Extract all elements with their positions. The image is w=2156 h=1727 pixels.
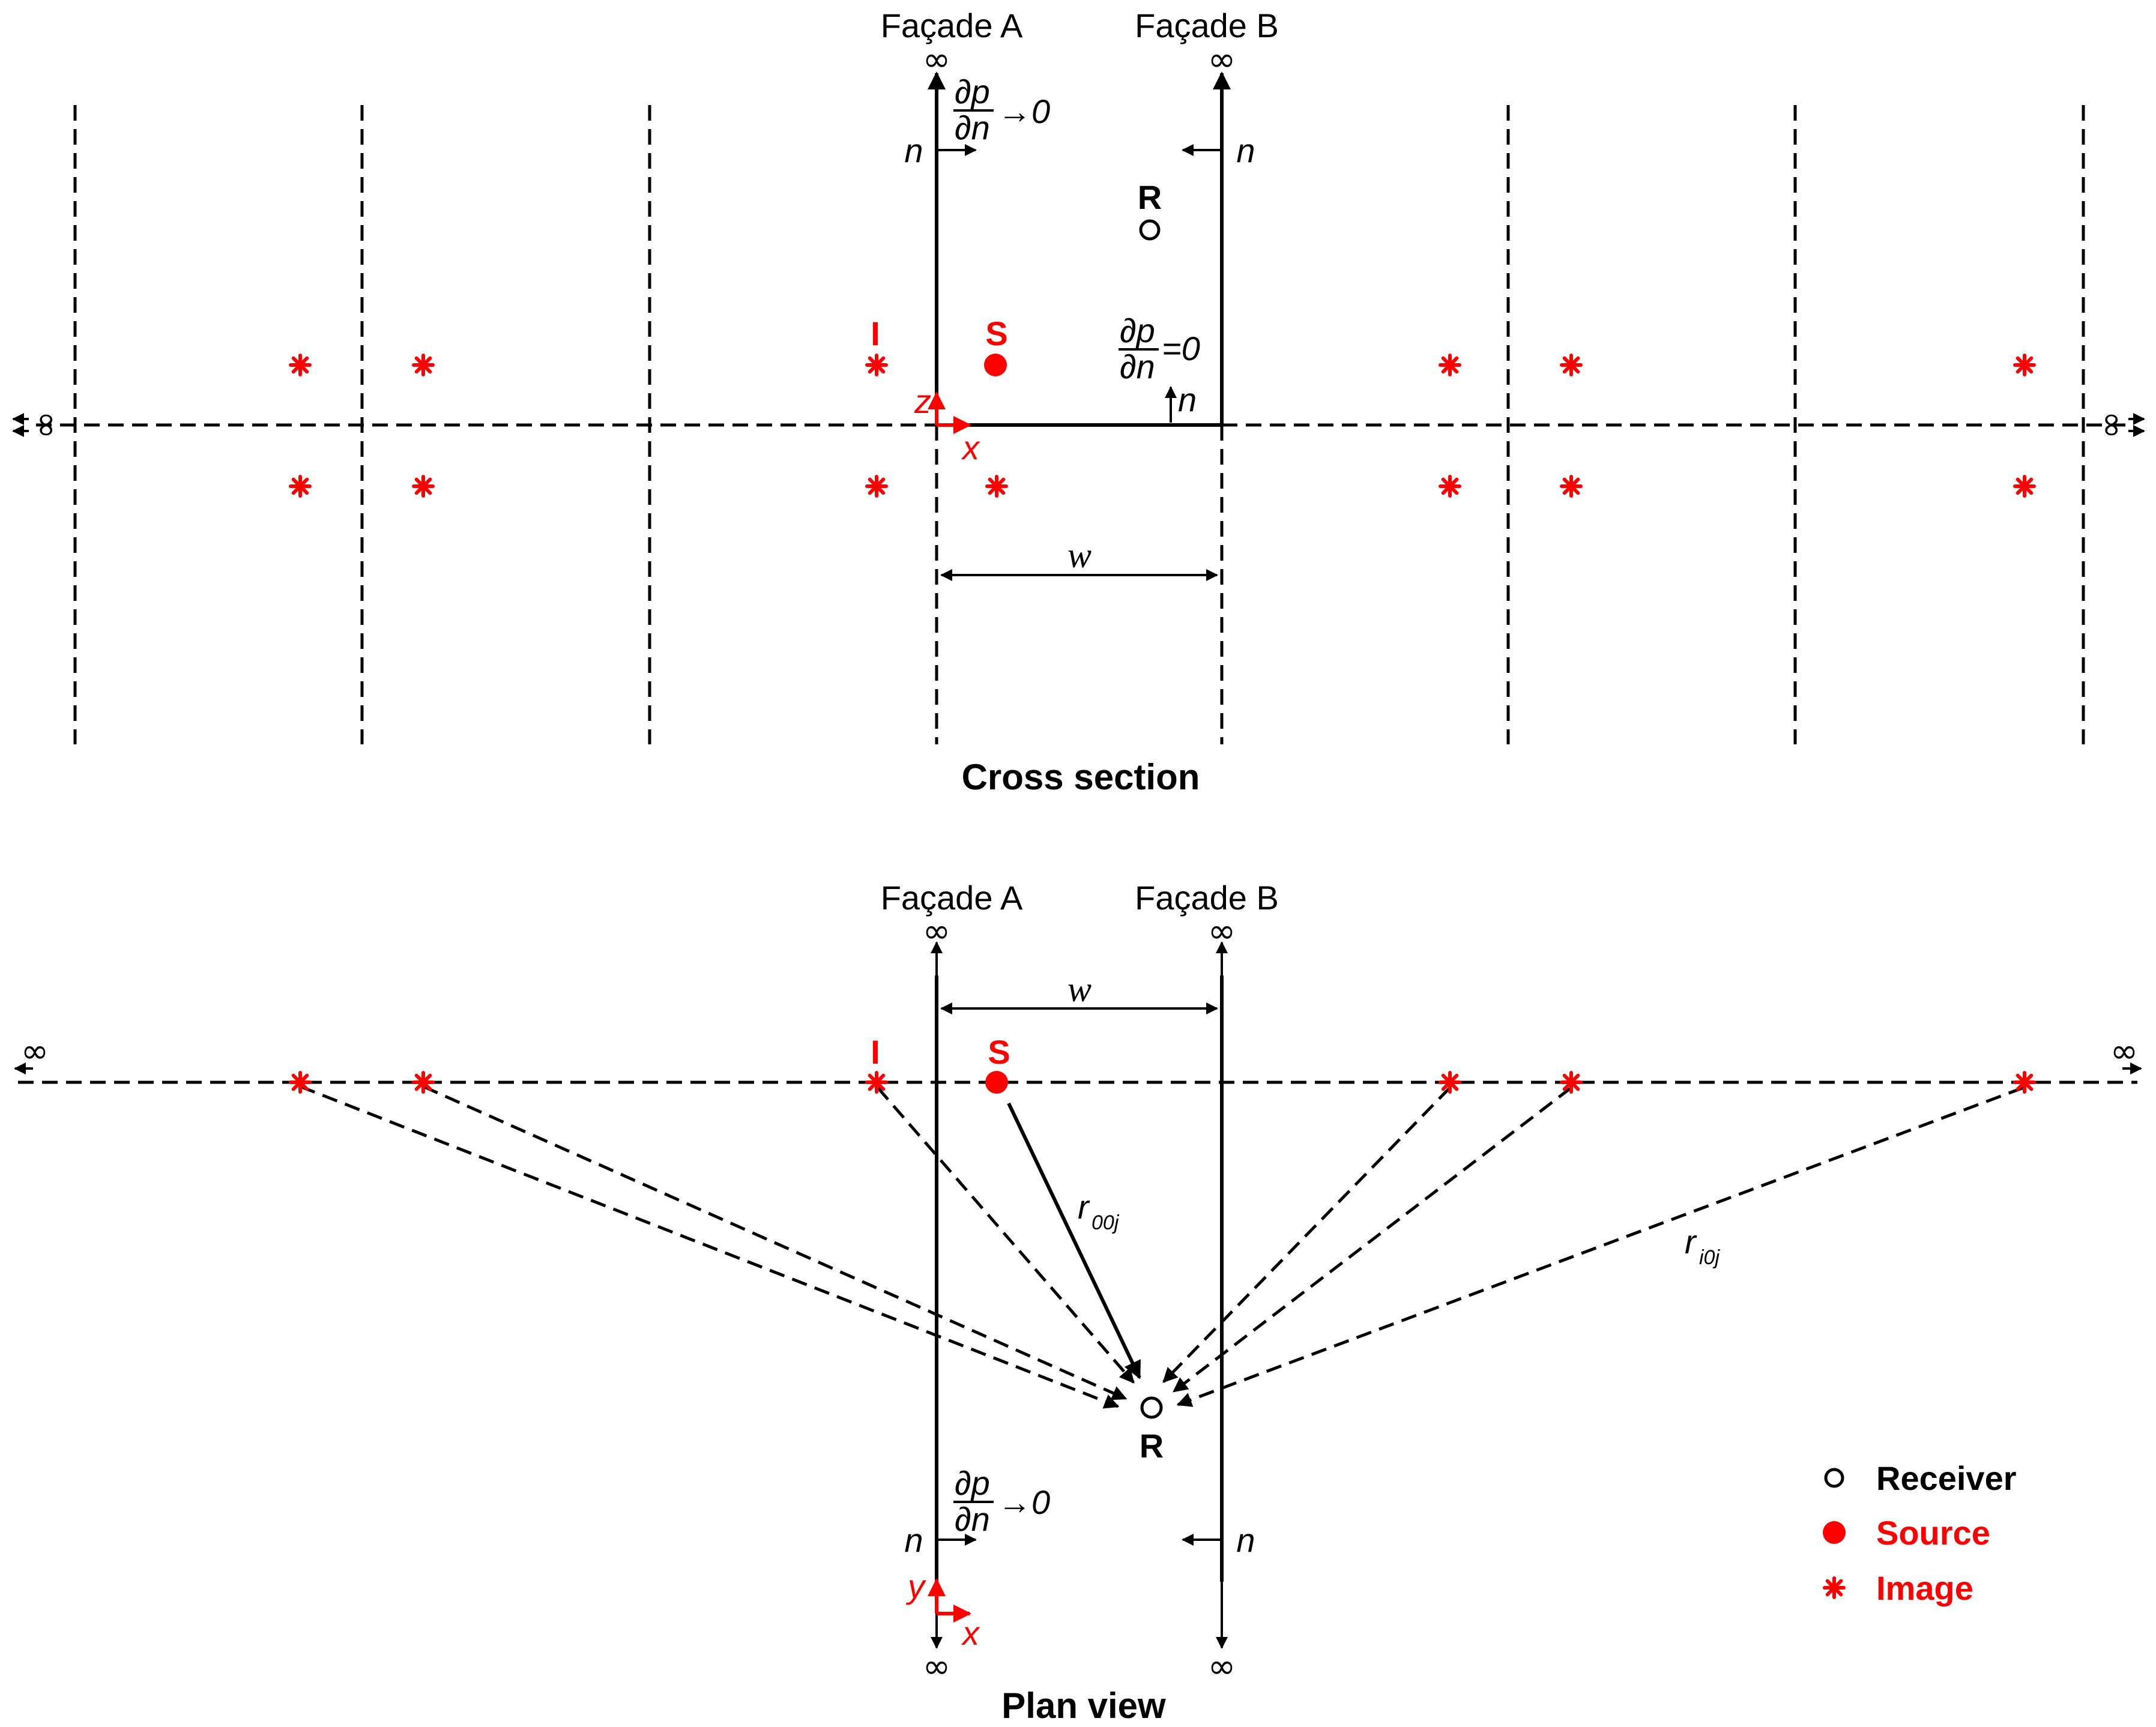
image-source-asterisk [2013, 475, 2036, 498]
plan-view-panel: Façade A Façade B ∞ ∞ ∞ ∞ ∞ ∞ w I S r [14, 879, 2142, 1726]
image-source-asterisk [289, 354, 312, 376]
cross-infinity-b: ∞ [1208, 40, 1236, 79]
plan-infinity-a-bottom: ∞ [923, 1647, 951, 1686]
cross-boundary-condition-ground: ∂p ∂n =0 [1119, 312, 1200, 385]
cross-receiver-icon [1139, 219, 1161, 241]
plan-image-rays [300, 1085, 2024, 1409]
plan-normal-b-label: n [1236, 1521, 1255, 1559]
plan-axis-x-label: x [961, 1614, 980, 1652]
legend-receiver-icon [1824, 1468, 1844, 1488]
image-source-asterisk [1560, 1071, 1583, 1094]
image-source-asterisk [1560, 354, 1583, 376]
image-source-asterisk [1560, 475, 1583, 498]
plan-facade-a-label: Façade A [881, 879, 1023, 917]
cross-image-label: I [871, 315, 880, 352]
plan-ray-label-ri0j: r i0j [1685, 1223, 1720, 1269]
svg-text:→0: →0 [998, 92, 1050, 130]
image-source-asterisk [412, 475, 435, 498]
legend-source-label: Source [1876, 1514, 1990, 1552]
plan-width-label: w [1067, 969, 1092, 1009]
plan-ray-label-r00j: r 00j [1078, 1188, 1120, 1234]
cross-infinity-left: ∞ [28, 411, 67, 439]
image-source-asterisk [865, 475, 888, 498]
plan-infinity-right: ∞ [2110, 1032, 2139, 1071]
plan-facade-b-label: Façade B [1135, 879, 1279, 917]
plan-image-label: I [871, 1033, 880, 1071]
legend-image-label: Image [1876, 1569, 1973, 1607]
image-source-asterisk [289, 475, 312, 498]
cross-section-panel: Façade A Façade B ∞ ∞ ∞ ∞ n n ∂p ∂n →0 n [12, 7, 2145, 797]
cross-infinity-a: ∞ [923, 40, 951, 79]
plan-normal-a-label: n [904, 1521, 923, 1559]
svg-text:∂p: ∂p [955, 1464, 990, 1502]
cross-infinity-right: ∞ [2093, 411, 2132, 439]
svg-text:r: r [1078, 1188, 1090, 1226]
svg-text:∂n: ∂n [1120, 348, 1155, 385]
cross-normal-a-label: n [904, 131, 923, 169]
plan-direct-ray [1007, 1102, 1141, 1379]
cross-normal-b-label: n [1236, 131, 1255, 169]
image-source-asterisk [2013, 1071, 2036, 1094]
cross-facade-a-label: Façade A [881, 7, 1023, 44]
plan-source-icon [985, 1071, 1008, 1094]
image-source-asterisk [985, 475, 1008, 498]
plan-view-title: Plan view [1001, 1686, 1166, 1726]
image-source-asterisk [1439, 354, 1461, 376]
image-source-asterisk [865, 1071, 888, 1094]
plan-axis-y-label: y [905, 1567, 926, 1605]
image-source-asterisk [2013, 354, 2036, 376]
image-source-asterisk [865, 354, 888, 376]
svg-text:00j: 00j [1092, 1211, 1120, 1234]
plan-receiver-label: R [1140, 1427, 1164, 1465]
legend-source-icon [1823, 1521, 1846, 1544]
cross-source-icon [984, 354, 1007, 376]
plan-source-label: S [988, 1033, 1010, 1071]
legend: Receiver Source Image [1823, 1459, 2017, 1607]
svg-text:i0j: i0j [1699, 1246, 1720, 1269]
svg-text:→0: →0 [998, 1483, 1050, 1521]
svg-text:∂p: ∂p [1120, 312, 1155, 349]
cross-section-title: Cross section [962, 757, 1200, 797]
plan-infinity-left: ∞ [21, 1032, 49, 1071]
svg-text:∂n: ∂n [955, 1500, 990, 1538]
legend-image-icon [1823, 1576, 1846, 1599]
cross-ground-normal-label: n [1178, 381, 1197, 418]
plan-infinity-a-top: ∞ [923, 912, 951, 951]
cross-left-infinity-arrows: ∞ [12, 411, 67, 439]
legend-receiver-label: Receiver [1876, 1459, 2017, 1497]
image-source-asterisk [1439, 475, 1461, 498]
cross-axis-x-label: x [961, 429, 980, 466]
svg-text:∂p: ∂p [955, 73, 990, 110]
plan-infinity-b-top: ∞ [1208, 912, 1236, 951]
svg-text:=0: =0 [1162, 330, 1200, 367]
plan-infinity-b-bottom: ∞ [1208, 1647, 1236, 1686]
cross-facade-b-label: Façade B [1135, 7, 1279, 44]
cross-receiver-label: R [1138, 178, 1162, 216]
image-source-asterisk [289, 1071, 312, 1094]
cross-width-label: w [1067, 535, 1092, 575]
image-sources [289, 354, 2036, 1094]
cross-source-label: S [985, 315, 1007, 352]
plan-boundary-condition: ∂p ∂n →0 [953, 1464, 1050, 1538]
plan-receiver-icon [1140, 1396, 1163, 1419]
cross-axis-z-label: z [914, 382, 931, 420]
svg-text:∂n: ∂n [955, 109, 990, 146]
image-source-asterisk [412, 1071, 435, 1094]
cross-boundary-condition-top: ∂p ∂n →0 [953, 73, 1050, 146]
image-source-asterisk [412, 354, 435, 376]
cross-right-infinity-arrows: ∞ [2093, 411, 2145, 439]
image-source-asterisk [1439, 1071, 1461, 1094]
image-asterisk-icon [1823, 1576, 1846, 1599]
svg-text:r: r [1685, 1223, 1697, 1261]
